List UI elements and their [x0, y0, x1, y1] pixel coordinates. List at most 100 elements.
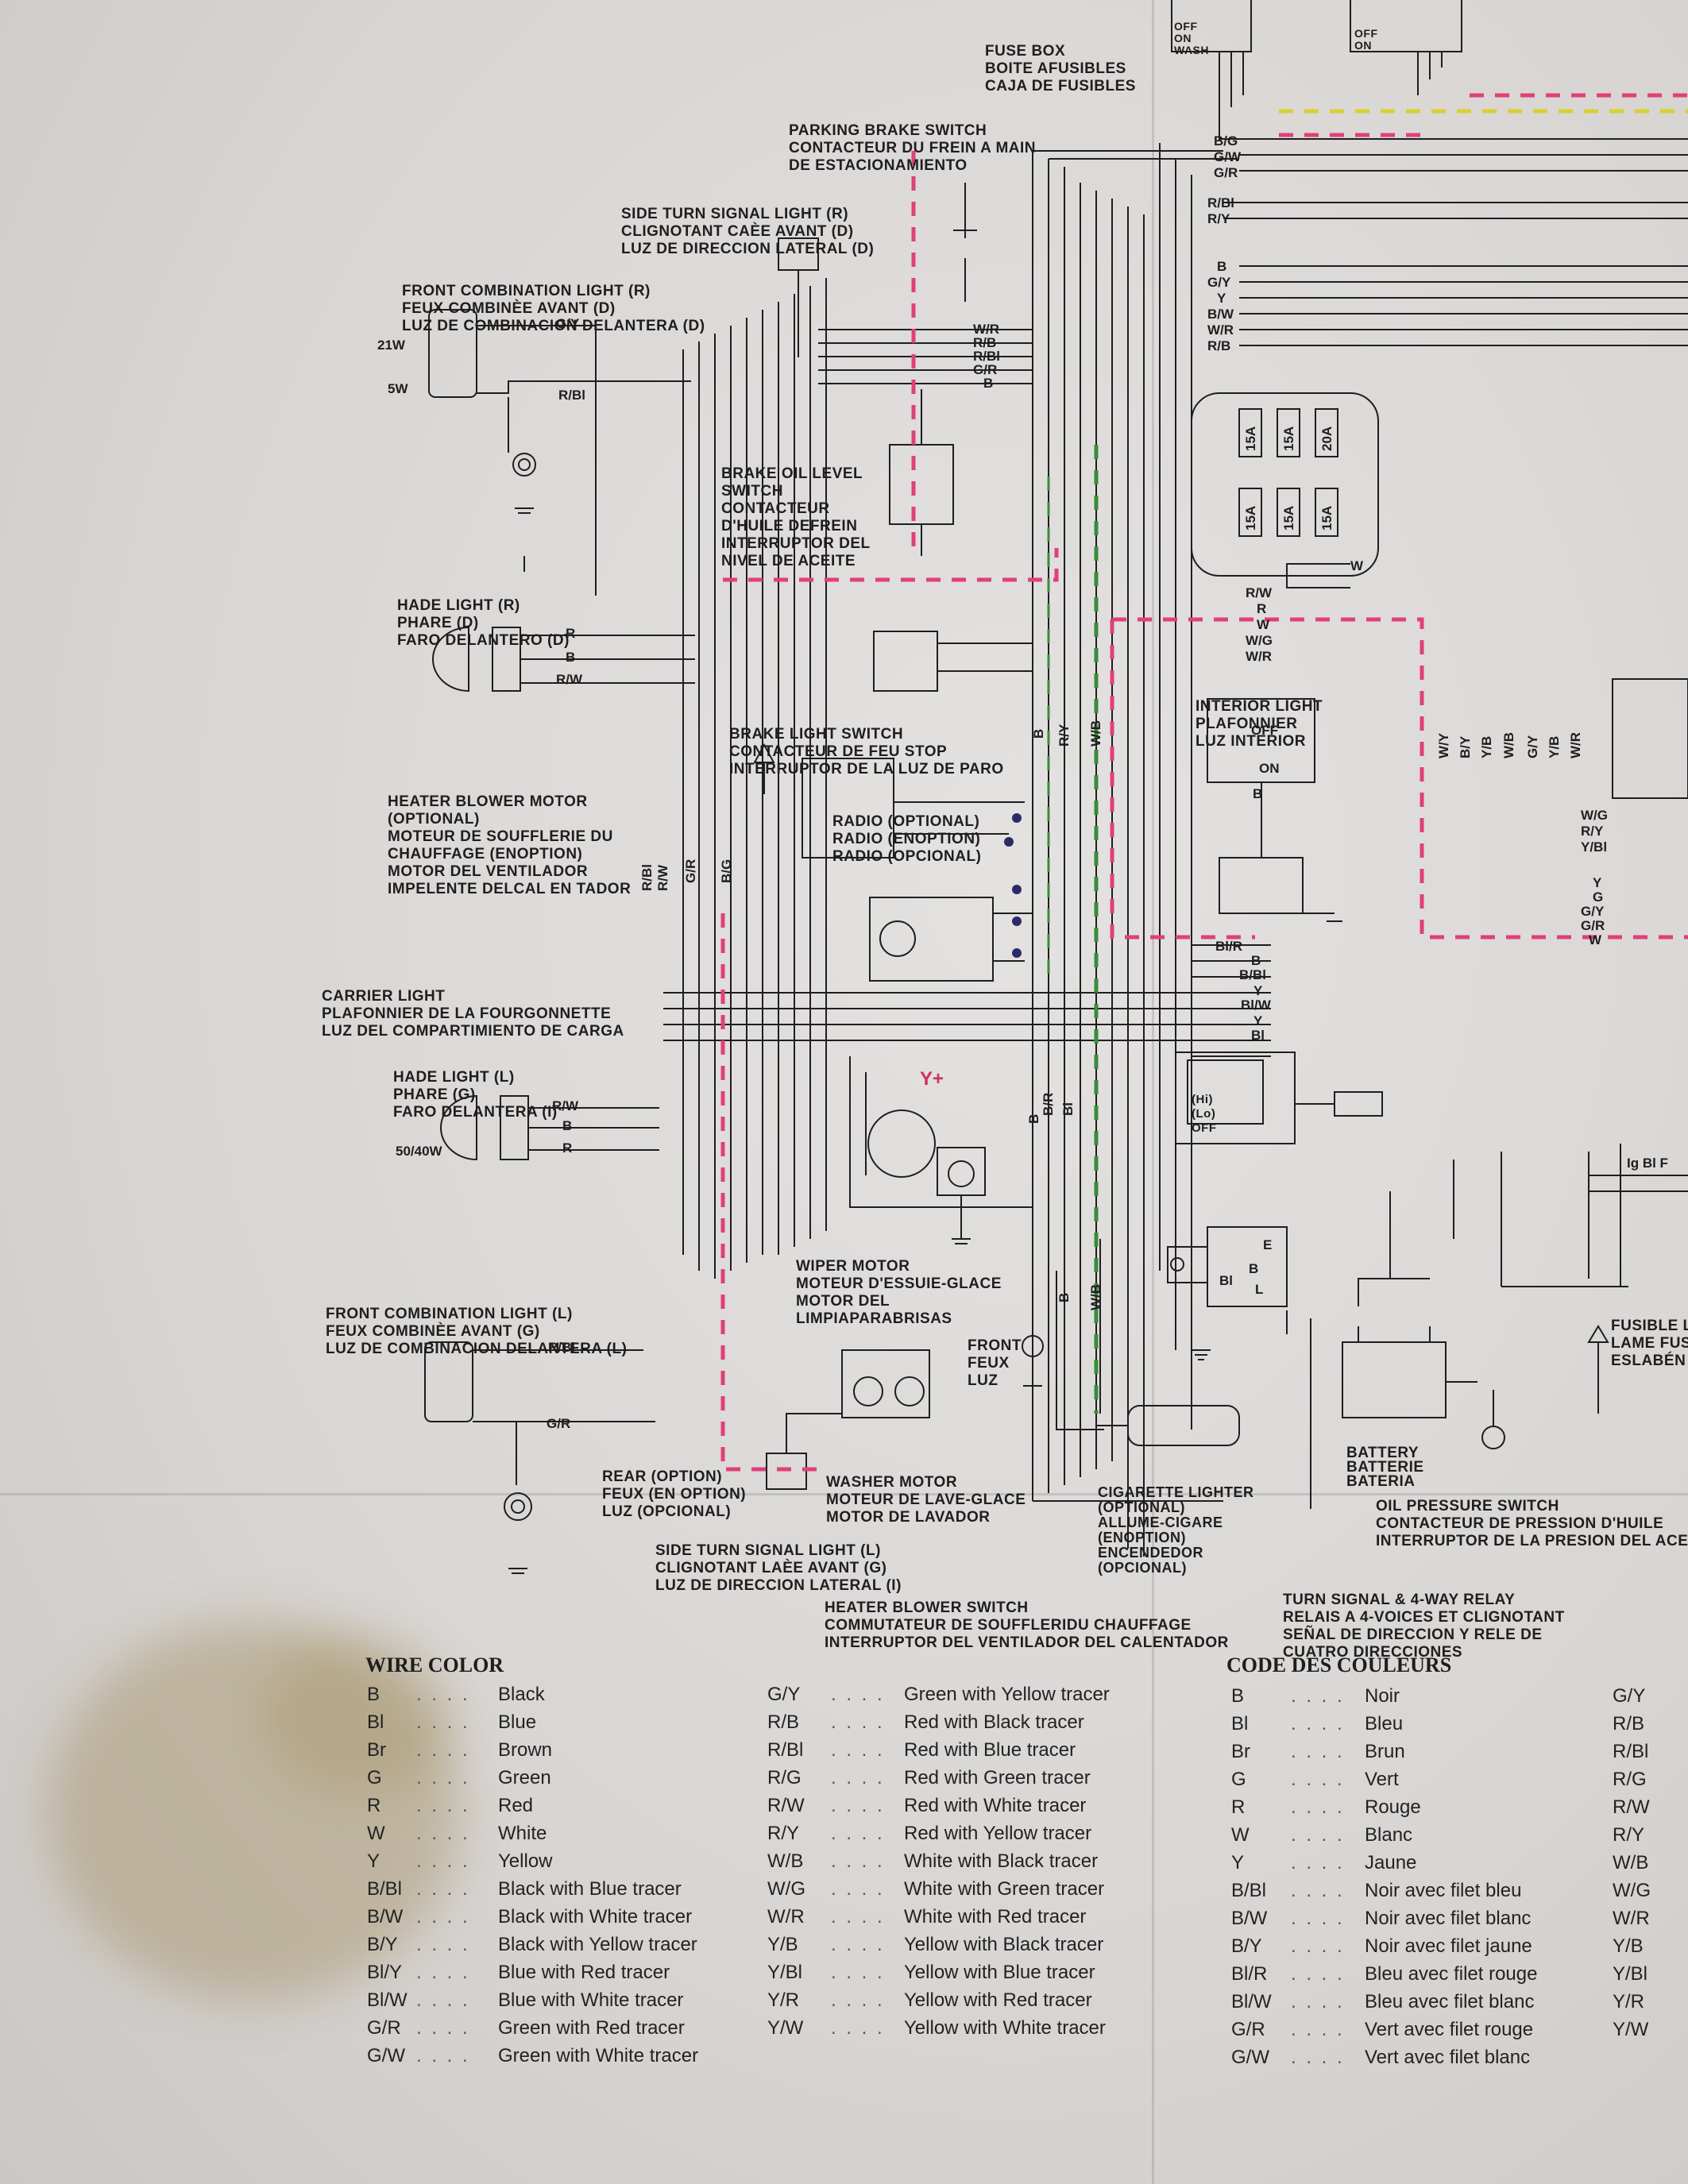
- blower-switch-outline: [1175, 1051, 1296, 1144]
- legend-row: B/Y. . . .Noir avec filet jaune: [1231, 1932, 1581, 1960]
- legend-row: B/W. . . .Noir avec filet blanc: [1231, 1904, 1581, 1932]
- legend-code: R/Bl: [1613, 1741, 1649, 1762]
- legend-dots: . . . .: [1291, 1880, 1345, 1901]
- wire-label: Bl/R: [1215, 939, 1242, 954]
- wire-label: R/Bl: [1207, 195, 1234, 210]
- legend-dots: . . . .: [831, 1684, 885, 1705]
- legend-description: Brown: [498, 1739, 553, 1761]
- legend-code: Br: [367, 1739, 386, 1761]
- legend-dots: . . . .: [416, 1684, 470, 1705]
- legend-description: Noir avec filet blanc: [1365, 1908, 1532, 1929]
- legend-dots: . . . .: [1291, 1685, 1345, 1707]
- legend-dots: . . . .: [416, 1711, 470, 1733]
- legend-row: Y/Bl: [1613, 1960, 1688, 1988]
- paper-fold: [1152, 0, 1154, 2184]
- wire-label: Y: [1253, 983, 1263, 998]
- legend-code: G/R: [367, 2017, 401, 2039]
- bulb-rating-50-40w: 50/40W: [396, 1144, 442, 1159]
- legend-code: Y/R: [1613, 1991, 1645, 2012]
- legend-code: R/B: [1613, 1713, 1645, 1734]
- wire-label: W/B: [1501, 731, 1516, 758]
- legend-dots: . . . .: [1291, 1824, 1345, 1846]
- fuse-block-outline: [1191, 392, 1379, 577]
- legend-code: B: [367, 1684, 380, 1705]
- legend-description: Blanc: [1365, 1824, 1413, 1846]
- legend-row: Y/B: [1613, 1932, 1688, 1960]
- wire-label: W/B: [1088, 720, 1103, 747]
- wire-label: Y/B: [1547, 735, 1562, 758]
- brake-oil-switch-outline: [889, 444, 954, 525]
- legend-dots: . . . .: [416, 1795, 470, 1816]
- wire-label: B: [1217, 259, 1227, 274]
- fuse-rating: 15A: [1319, 505, 1335, 531]
- wire-label: Y/Bl: [1581, 839, 1608, 855]
- legend-row: B. . . .Black: [367, 1680, 748, 1708]
- wire-label: Ig Bl F: [1627, 1156, 1668, 1171]
- side-turn-signal-l-label: SIDE TURN SIGNAL LIGHT (L)CLIGNOTANT LAÈ…: [655, 1542, 902, 1594]
- legend-description: Vert: [1365, 1769, 1399, 1790]
- legend-dots: . . . .: [831, 1989, 885, 2011]
- legend-dots: . . . .: [1291, 2047, 1345, 2068]
- ignition-switch-box: [1171, 0, 1252, 52]
- legend-row: W. . . .Blanc: [1231, 1821, 1581, 1849]
- wire-label: Y/B: [1479, 735, 1494, 758]
- legend-row: Bl/R. . . .Bleu avec filet rouge: [1231, 1960, 1581, 1988]
- legend-dots: . . . .: [416, 1934, 470, 1955]
- legend-code: R/Bl: [767, 1739, 804, 1761]
- wire-label: W/B: [1088, 1283, 1103, 1310]
- legend-row: G. . . .Green: [367, 1764, 748, 1792]
- legend-row: G/W . . . . Vert avec filet blanc: [1231, 2043, 1581, 2071]
- legend-row: Y/Bl. . . .Yellow with Blue tracer: [767, 1958, 1180, 1986]
- legend-code: R/W: [767, 1795, 805, 1816]
- wire-label: R/Bl: [558, 388, 585, 403]
- water-stain: [262, 1636, 453, 1795]
- legend-code: B: [1231, 1685, 1245, 1707]
- wire-lines: [424, 0, 1688, 1574]
- relay-terminal-bl: Bl: [1219, 1273, 1233, 1288]
- wire-label: R/B: [973, 335, 997, 350]
- legend-description: Noir: [1365, 1685, 1400, 1707]
- legend-code: R/Y: [1613, 1824, 1645, 1846]
- bulb-rating-21w: 21W: [377, 338, 405, 353]
- legend-description: Yellow: [498, 1850, 553, 1872]
- legend-row: R/Y: [1613, 1821, 1688, 1849]
- legend-code: G/W: [1231, 2047, 1269, 2068]
- legend-code: R/Y: [767, 1823, 800, 1844]
- legend-description: Vert avec filet blanc: [1365, 2047, 1531, 2068]
- wire-label: W: [1257, 617, 1270, 632]
- front-combination-l-label: FRONT COMBINATION LIGHT (L)FEUX COMBINÈE…: [326, 1306, 628, 1357]
- wire-label: G/R: [547, 1416, 571, 1431]
- legend-row: R/Bl. . . .Red with Blue tracer: [767, 1736, 1180, 1764]
- legend-description: Yellow with Red tracer: [904, 1989, 1092, 2011]
- wire-label: B: [1026, 1113, 1041, 1124]
- legend-row: B . . . . Noir: [1231, 1682, 1581, 1710]
- wire-label: Y: [1253, 1013, 1263, 1028]
- relay-terminal-e: E: [1263, 1237, 1273, 1252]
- legend-dots: . . . .: [1291, 1713, 1345, 1734]
- wire-label: B: [1031, 728, 1046, 739]
- legend-dots: . . . .: [831, 1711, 885, 1733]
- legend-code: B/W: [367, 1906, 404, 1927]
- front-combo-light-r-outline: [428, 309, 477, 398]
- legend-description: Green with Yellow tracer: [904, 1684, 1110, 1705]
- legend-code: R/G: [767, 1767, 802, 1788]
- legend-row: G/Y: [1613, 1682, 1688, 1710]
- relay-outline: [1207, 1226, 1288, 1307]
- legend-code: Y/B: [1613, 1935, 1644, 1957]
- wire-label: W/R: [1568, 731, 1583, 758]
- side-turn-signal-r-label: SIDE TURN SIGNAL LIGHT (R)CLIGNOTANT CAÈ…: [621, 206, 875, 257]
- legend-code: Bl: [1231, 1713, 1249, 1734]
- legend-row: G/R. . . .Vert avec filet rouge: [1231, 2016, 1581, 2043]
- legend-description: Red with Black tracer: [904, 1711, 1084, 1733]
- wire-label: B/G: [719, 859, 734, 883]
- legend-description: Rouge: [1365, 1796, 1421, 1818]
- legend-row: W/R: [1613, 1904, 1688, 1932]
